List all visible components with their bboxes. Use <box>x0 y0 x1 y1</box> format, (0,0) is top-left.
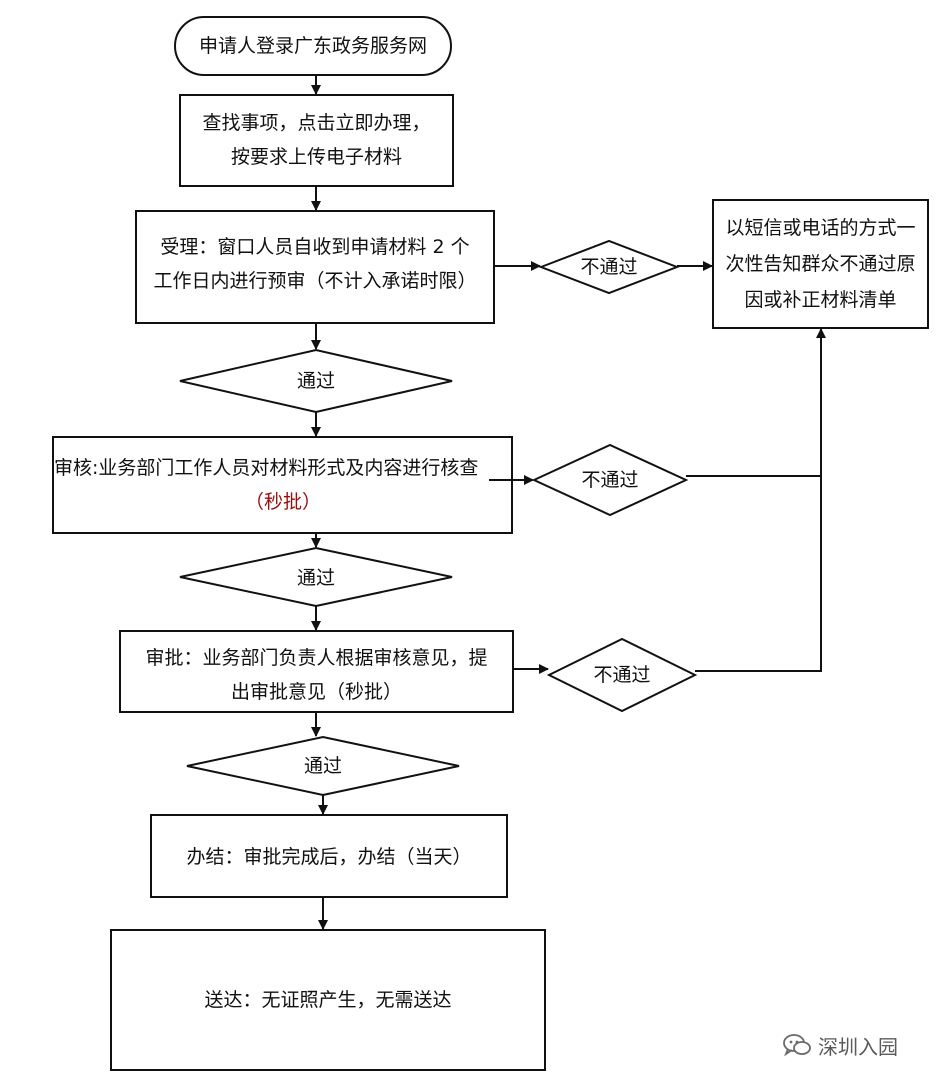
step-review-label-2: （秒批） <box>244 491 321 513</box>
start-label: 申请人登录广东政务服务网 <box>198 35 427 57</box>
decision-pass-2 <box>179 546 453 608</box>
step-accept-label-2: 工作日内进行预审（不计入承诺时限） <box>153 270 477 292</box>
step-review-box <box>52 436 513 534</box>
start-node <box>174 16 452 76</box>
wechat-icon <box>783 1034 811 1057</box>
watermark: 深圳入园 <box>782 1030 898 1060</box>
decision-fail-3 <box>546 637 698 713</box>
decision-pass-1 <box>179 348 453 414</box>
step-review-label-1: 审核:业务部门工作人员对材料形式及内容进行核查 <box>54 457 479 479</box>
notify-label-3: 因或补正材料清单 <box>744 289 897 311</box>
step-complete-label: 办结：审批完成后，办结（当天） <box>186 846 472 868</box>
step-approve-label-2: 出审批意见（秒批） <box>230 681 402 703</box>
decision-pass-2-label: 通过 <box>296 567 335 589</box>
decision-pass-3 <box>186 735 460 797</box>
notify-label-1: 以短信或电话的方式一 <box>725 217 916 239</box>
decision-fail-1-label: 不通过 <box>580 256 638 278</box>
step-complete-box <box>150 814 508 898</box>
step-search-label-1: 查找事项，点击立即办理， <box>202 112 431 134</box>
step-deliver-label: 送达：无证照产生，无需送达 <box>204 989 452 1011</box>
decision-fail-2 <box>531 443 689 517</box>
notify-label-2: 次性告知群众不通过原 <box>725 253 916 275</box>
watermark-text: 深圳入园 <box>818 1034 898 1059</box>
decision-pass-1-label: 通过 <box>296 370 335 392</box>
step-deliver-box <box>110 929 546 1071</box>
step-search-label-2: 按要求上传电子材料 <box>230 146 402 168</box>
decision-fail-3-label: 不通过 <box>593 664 651 686</box>
decision-fail-2-label: 不通过 <box>581 469 639 491</box>
step-accept-label-1: 受理：窗口人员自收到申请材料 2 个 <box>160 236 470 258</box>
step-approve-label-1: 审批：业务部门负责人根据审核意见，提 <box>145 647 488 669</box>
decision-pass-3-label: 通过 <box>303 755 342 777</box>
arrow-fail-3-to-notify <box>695 328 826 672</box>
